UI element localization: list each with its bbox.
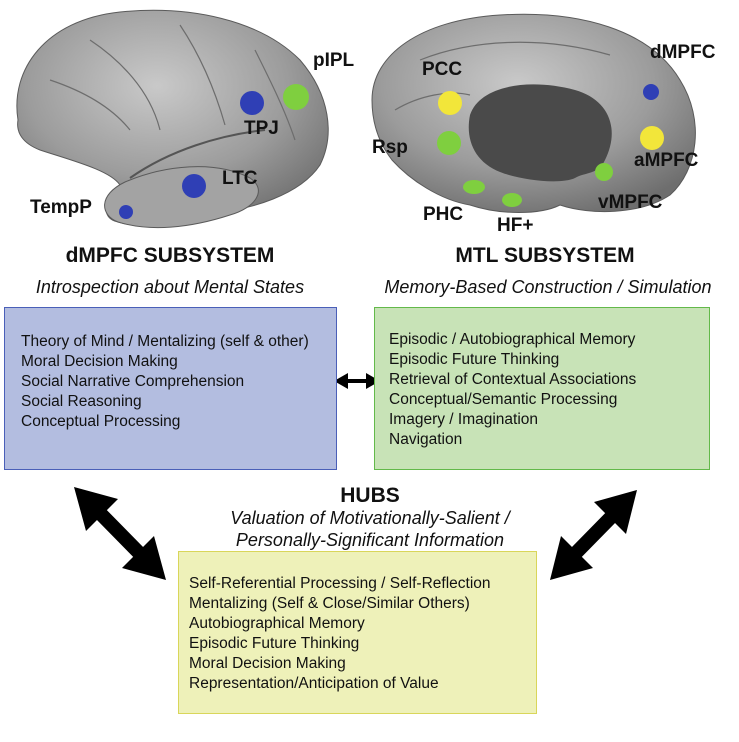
region-rsp — [437, 131, 461, 155]
lateral-sulcus-3 — [49, 79, 131, 131]
label-ampfc: aMPFC — [634, 150, 699, 171]
list-item: Conceptual/Semantic Processing — [389, 391, 618, 408]
label-rsp: Rsp — [372, 137, 408, 158]
arrows — [74, 373, 637, 580]
list-item: Representation/Anticipation of Value — [189, 675, 439, 692]
list-item: Episodic Future Thinking — [189, 635, 360, 652]
region-pipl — [283, 84, 309, 110]
hubs-box: Self-Referential Processing / Self-Refle… — [178, 551, 537, 714]
list-item: Episodic Future Thinking — [389, 351, 560, 368]
region-ltc — [182, 174, 206, 198]
list-item: Retrieval of Contextual Associations — [389, 371, 637, 388]
hubs-subtitle-line2: Personally-Significant Information — [235, 530, 505, 550]
medial-ventricle — [468, 84, 612, 182]
lateral-cortex — [16, 9, 329, 227]
lateral-brain — [16, 9, 329, 229]
region-tempp — [119, 205, 133, 219]
list-item: Autobiographical Memory — [189, 615, 365, 632]
dmpfc-list: Theory of Mind / Mentalizing (self & oth… — [21, 332, 336, 432]
medial-sulcus-1 — [419, 41, 611, 61]
list-item: Theory of Mind / Mentalizing (self & oth… — [21, 333, 309, 350]
mtl-box: Episodic / Autobiographical Memory Episo… — [374, 307, 710, 470]
label-phc: PHC — [423, 204, 464, 225]
list-item: Moral Decision Making — [189, 655, 346, 672]
arrow-mtl-hubs — [550, 490, 637, 580]
lateral-sulcus-1 — [89, 39, 161, 131]
list-item: Social Narrative Comprehension — [21, 373, 245, 390]
medial-sulcus-2 — [394, 92, 471, 111]
region-dmpfc — [643, 84, 659, 100]
label-dmpfc: dMPFC — [650, 42, 716, 63]
list-item: Imagery / Imagination — [389, 411, 539, 428]
label-vmpfc: vMPFC — [598, 192, 663, 213]
region-vmpfc — [595, 163, 613, 181]
label-pcc: PCC — [422, 59, 463, 80]
list-item: Episodic / Autobiographical Memory — [389, 331, 636, 348]
list-item: Conceptual Processing — [21, 413, 181, 430]
dmpfc-subtitle: Introspection about Mental States — [35, 277, 305, 297]
mtl-heading: MTL SUBSYSTEM — [455, 244, 635, 267]
lateral-temporal-lobe — [104, 166, 259, 229]
list-item: Moral Decision Making — [21, 353, 178, 370]
mtl-list: Episodic / Autobiographical Memory Episo… — [389, 330, 709, 450]
dmpfc-box: Theory of Mind / Mentalizing (self & oth… — [4, 307, 337, 470]
region-hf — [502, 193, 522, 207]
list-item: Navigation — [389, 431, 463, 448]
arrow-dmpfc-mtl — [334, 373, 380, 389]
arrow-dmpfc-hubs — [74, 487, 166, 580]
region-ampfc — [640, 126, 664, 150]
list-item: Mentalizing (Self & Close/Similar Others… — [189, 595, 470, 612]
hubs-subtitle-line1: Valuation of Motivationally-Salient / — [230, 508, 510, 528]
label-tempp: TempP — [30, 197, 92, 218]
medial-brain — [371, 13, 696, 213]
lateral-sulcus-2 — [179, 24, 226, 126]
hubs-heading: HUBS — [340, 484, 400, 507]
list-item: Social Reasoning — [21, 393, 142, 410]
label-pipl: pIPL — [313, 50, 355, 71]
label-ltc: LTC — [222, 168, 258, 189]
mtl-subtitle: Memory-Based Construction / Simulation — [384, 277, 712, 297]
dmpfc-heading: dMPFC SUBSYSTEM — [65, 244, 275, 267]
sylvian-fissure — [129, 129, 266, 179]
hubs-list: Self-Referential Processing / Self-Refle… — [189, 574, 536, 694]
lateral-sulcus-4 — [254, 49, 296, 141]
list-item: Self-Referential Processing / Self-Refle… — [189, 575, 491, 592]
region-pcc — [438, 91, 462, 115]
label-hf: HF+ — [497, 215, 534, 236]
region-phc — [463, 180, 485, 194]
label-tpj: TPJ — [244, 118, 279, 139]
region-ptpj — [240, 91, 264, 115]
